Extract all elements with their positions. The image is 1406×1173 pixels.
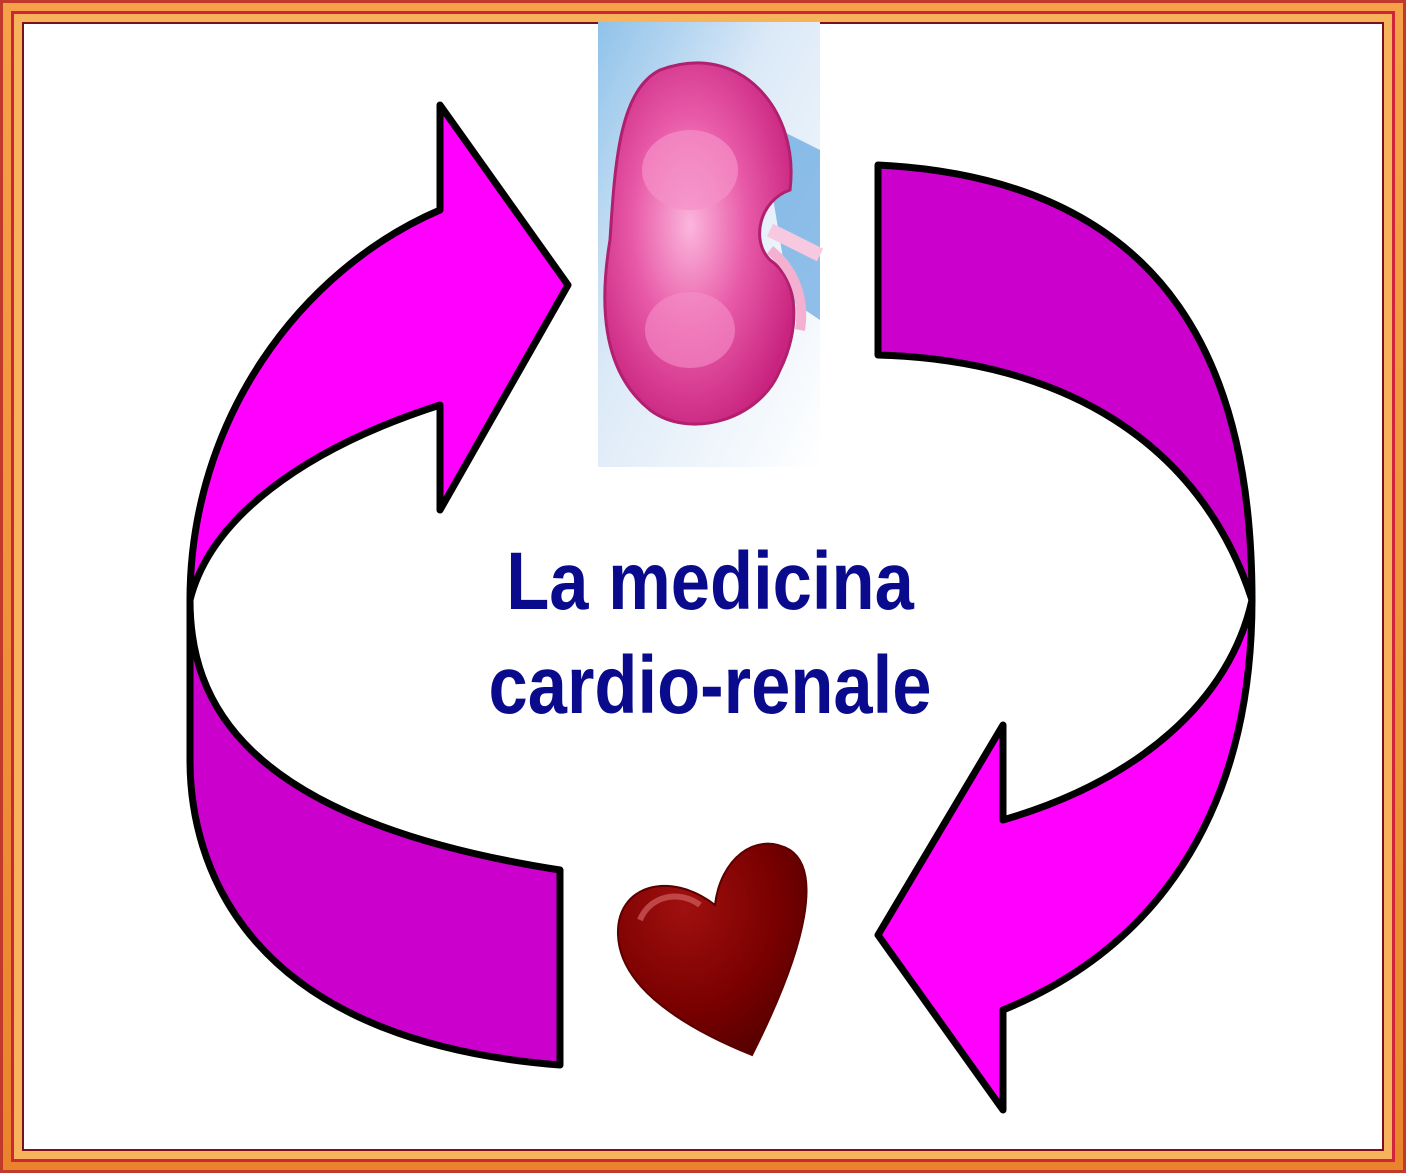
left-arrow-upper-band bbox=[190, 105, 568, 600]
title-line-2: cardio-renale bbox=[426, 634, 994, 738]
title-line-1: La medicina bbox=[426, 530, 994, 634]
diagram-title: La medicina cardio-renale bbox=[426, 530, 994, 738]
kidney-illustration bbox=[598, 22, 820, 467]
heart-icon bbox=[618, 844, 807, 1055]
